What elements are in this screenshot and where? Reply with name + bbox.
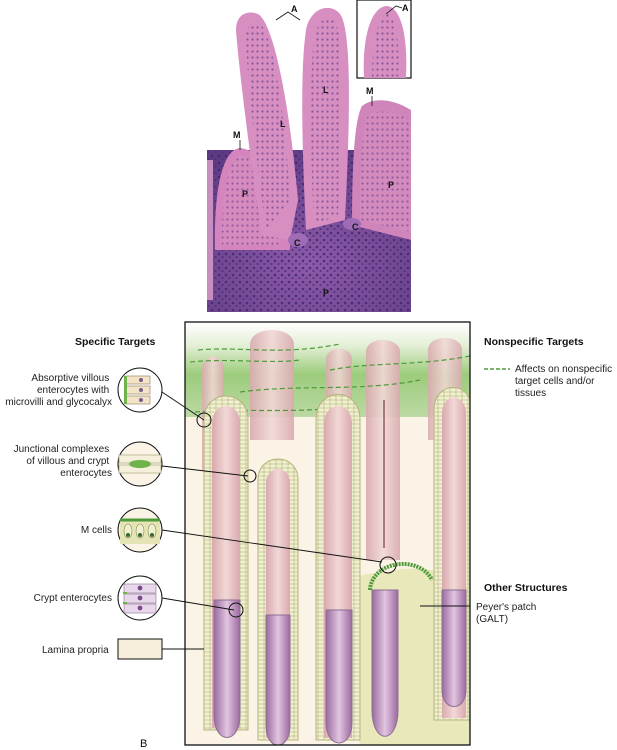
peyers-patch-label: Peyer's patch (GALT) [476, 602, 539, 625]
specific-targets-title: Specific Targets [75, 336, 155, 348]
target-marker-crypt [228, 602, 244, 618]
micrograph-panel: A A L L M M P P P C C [207, 0, 412, 312]
label-A-inset: A [402, 3, 409, 13]
lamina-propria-label: Lamina propria [42, 645, 109, 656]
lamina-propria-swatch [117, 638, 163, 660]
label-C: C [294, 238, 301, 248]
m-cells-icon [117, 507, 163, 553]
crypt-enterocytes-label: Crypt enterocytes [34, 593, 112, 604]
label-P: P [388, 180, 394, 190]
absorptive-enterocytes-label: Absorptive villous enterocytes with micr… [5, 373, 112, 408]
crypt-5 [441, 589, 467, 707]
label-L: L [323, 85, 329, 95]
crypt-enterocytes-icon [117, 575, 163, 621]
crypt-3 [325, 609, 353, 744]
target-marker-absorptive [196, 412, 212, 428]
crypt-4 [371, 589, 399, 737]
label-A: A [291, 4, 298, 14]
label-M: M [366, 86, 374, 96]
label-L: L [280, 119, 286, 129]
label-P: P [242, 189, 248, 199]
micrograph-inset [356, 0, 412, 79]
junctional-complexes-icon [117, 441, 163, 487]
nonspecific-legend-label: Affects on nonspecific target cells and/… [515, 364, 615, 399]
crypt-1 [213, 599, 241, 738]
target-marker-m-cell [379, 556, 397, 574]
absorptive-enterocytes-icon [117, 367, 163, 413]
nonspecific-targets-title: Nonspecific Targets [484, 336, 584, 348]
label-C: C [352, 222, 359, 232]
target-marker-junction [243, 469, 257, 483]
m-cell-dome [368, 562, 434, 591]
junctional-complexes-label: Junctional complexes of villous and cryp… [14, 444, 112, 479]
panel-label-B: B [140, 738, 147, 750]
other-structures-title: Other Structures [484, 582, 568, 594]
m-cells-label: M cells [81, 525, 112, 536]
label-M: M [233, 130, 241, 140]
diagram-panel: B Specific Targets Absorptive villous en… [5, 321, 615, 750]
crypt-2 [265, 614, 291, 745]
label-P: P [323, 288, 329, 298]
